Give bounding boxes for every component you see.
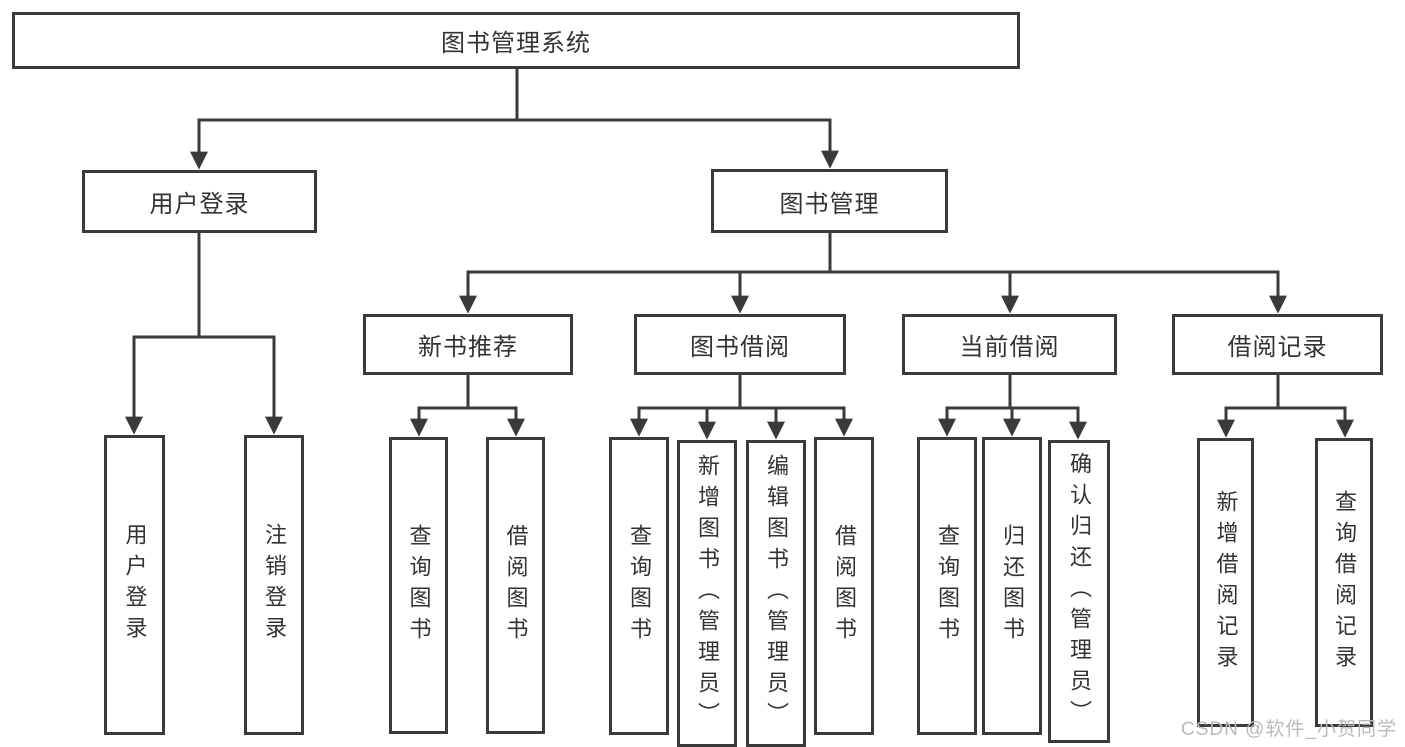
leaf-query-books-borrow: 查询图书: [609, 437, 669, 735]
leaf-borrow-books: 借阅图书: [814, 437, 874, 735]
leaf-add-borrow-record: 新增借阅记录: [1197, 438, 1254, 727]
leaf-logout: 注销登录: [244, 435, 304, 735]
leaf-edit-book-admin: 编辑图书（管理员）: [746, 440, 806, 747]
leaf-query-borrow-record: 查询借阅记录: [1315, 438, 1373, 727]
leaf-query-books-current: 查询图书: [917, 437, 977, 735]
leaf-query-books-recommend: 查询图书: [389, 437, 448, 734]
leaf-return-books: 归还图书: [982, 437, 1042, 735]
leaf-user-login: 用户登录: [104, 435, 165, 735]
leaf-add-book-admin: 新增图书（管理员）: [677, 440, 737, 747]
node-new-book-recommend: 新书推荐: [363, 314, 573, 375]
leaf-borrow-books-recommend: 借阅图书: [486, 437, 545, 734]
node-book-borrow: 图书借阅: [634, 314, 846, 375]
node-library-management-system: 图书管理系统: [12, 12, 1020, 69]
node-book-management: 图书管理: [711, 169, 948, 233]
leaf-confirm-return-admin: 确认归还（管理员）: [1048, 440, 1110, 743]
csdn-watermark: CSDN @软件_小贺同学: [1181, 719, 1397, 740]
node-current-borrow: 当前借阅: [902, 314, 1117, 375]
node-user-login: 用户登录: [82, 170, 317, 233]
node-borrow-records: 借阅记录: [1172, 314, 1383, 375]
